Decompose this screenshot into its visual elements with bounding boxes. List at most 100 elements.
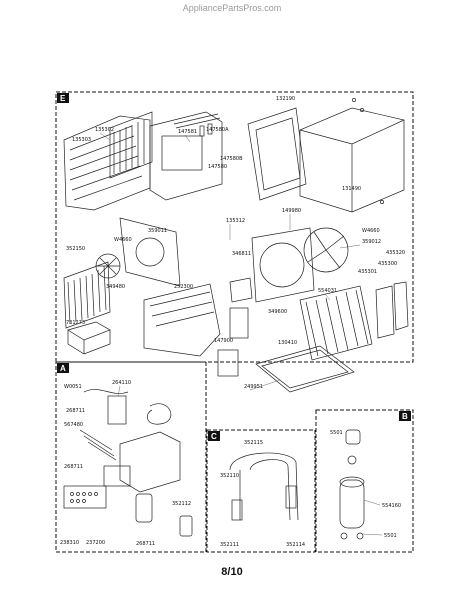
chassis-base-rim [261,349,349,389]
control-box-assembly [119,431,181,493]
control-pcb-drawing [107,395,127,425]
section-b-frame [315,409,414,553]
condenser-fan-blades [307,231,345,269]
section-c-frame [206,429,316,553]
part-label: 252300 [174,284,193,290]
part-label: 130410 [278,340,297,346]
part-label: 352110 [220,473,239,479]
part-label: 554031 [318,288,337,294]
part-label: 554160 [382,503,401,509]
grommet-2 [340,532,348,540]
grommet-3 [356,532,364,540]
side-panel-1 [375,285,395,339]
part-label: 268711 [136,541,155,547]
part-label: 147580A [206,127,229,133]
louver-drawing [173,113,221,129]
part-label: 352112 [172,501,191,507]
screw-2 [360,108,364,112]
part-label: 147900 [214,338,233,344]
section-b-label: B [402,412,408,421]
chassis-base-drawing [255,345,355,393]
part-label: 131490 [342,186,361,192]
part-label: 249951 [244,384,263,390]
part-label: 5501 [384,533,397,539]
front-grille-slats [69,125,143,201]
sensor-wire-drawing [146,403,172,425]
cabinet-drawing [299,107,405,213]
control-box-drawing [217,349,239,377]
part-label: 435320 [386,250,405,256]
section-c-tag [208,431,220,441]
gasket-frame-drawing [247,107,307,201]
air-filter-mesh [113,120,145,174]
fan-motor-drawing [229,277,253,303]
front-panel-drawing [149,111,223,201]
air-guide-opening [135,237,165,267]
wire-harness-drawing [79,429,117,461]
section-c-label: C [211,432,217,441]
part-label: 731273 [66,320,85,326]
air-guide-drawing [119,217,181,287]
part-label: 352114 [286,542,305,548]
part-label: 132190 [276,96,295,102]
watermark: AppliancePartsPros.com [182,3,282,13]
relay-board-drawing [103,465,131,487]
base-pan-drawing [143,283,221,357]
part-label: 352150 [66,246,85,252]
part-label: 237200 [86,540,105,546]
motor-bracket-drawing [229,307,249,339]
grommet-1 [347,455,357,465]
part-label: 346811 [232,251,251,257]
part-label: 435301 [358,269,377,275]
evaporator-fins [67,265,107,325]
part-label: 5501 [330,430,343,436]
condenser-fins [305,289,369,357]
part-label: 359012 [362,239,381,245]
leader-lines [99,132,383,536]
page-number: 8/10 [221,566,243,578]
filter-drier-drawing [285,485,297,509]
part-label: 352111 [220,542,239,548]
overload-drawing [345,429,361,445]
part-label: 268711 [64,464,83,470]
part-label: 264110 [112,380,131,386]
display-panel-drawing [63,485,107,509]
part-label: 349480 [106,284,125,290]
part-label: 147581 [178,129,197,135]
screw-3 [380,200,384,204]
fan-shroud-drawing [251,227,315,303]
part-label: W0051 [64,384,82,390]
part-label: 135312 [226,218,245,224]
part-label: 268711 [66,408,85,414]
section-e-frame [55,91,414,363]
part-label: W4660 [114,237,132,243]
section-e-tag [57,93,69,103]
screw-1 [352,98,356,102]
part-label: 238310 [60,540,79,546]
part-label: 349600 [268,309,287,315]
front-panel-opening [161,135,203,171]
fan-shroud-opening [259,242,305,288]
part-label: 352115 [244,440,263,446]
section-e-label: E [60,94,66,103]
condenser-fan-drawing [303,227,349,273]
part-label: W4660 [362,228,380,234]
side-panel-2 [393,281,409,331]
switch-drawing [179,515,193,537]
copper-tubing-drawing [229,452,299,521]
part-label: 147580B [220,156,243,162]
part-label: 135302 [95,127,114,133]
part-label: 359011 [148,228,167,234]
section-a-tag [57,363,69,373]
part-label: 567480 [64,422,83,428]
part-label: 149980 [282,208,301,214]
louver-clip-2 [207,123,213,135]
control-cable-drawing [83,389,129,394]
valve-drawing [231,499,243,521]
compressor-top [339,476,365,488]
louver-clip-1 [199,125,205,137]
compressor-drawing [339,479,365,529]
cabinet-edge [299,119,405,212]
base-pan-ribs [149,291,215,327]
